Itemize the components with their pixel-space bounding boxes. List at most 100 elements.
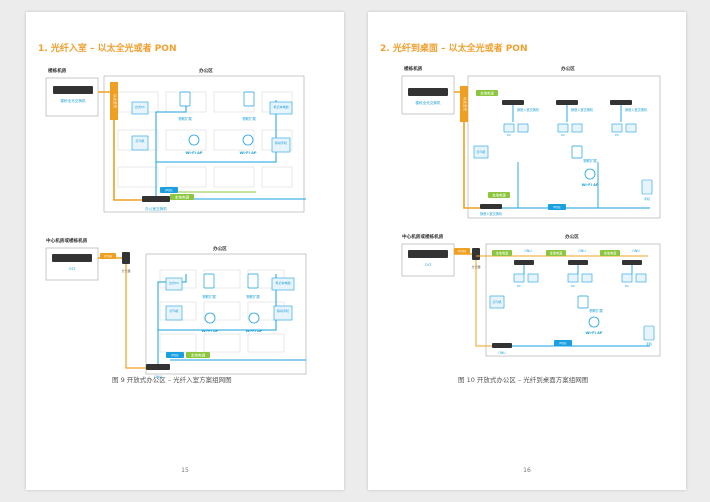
ap-label: Wi-Fi AP <box>239 151 256 155</box>
room-title: 楼栋机房 <box>404 65 423 72</box>
power-label: 本地电源 <box>492 193 506 198</box>
fiber-tag-label: 以太全光 <box>113 94 118 109</box>
printer <box>489 295 505 309</box>
extender-label: 物联扩展 <box>202 294 216 299</box>
room-title: 中心机房或楼栋机房 <box>402 233 444 240</box>
fiber-tag <box>460 86 468 122</box>
wifi-ap <box>588 316 600 328</box>
power-label: 本地电源 <box>496 251 510 256</box>
iot-extender <box>179 91 191 107</box>
power-label: 本地电源 <box>480 91 494 96</box>
power-tag <box>186 352 210 358</box>
power-tag <box>476 90 498 96</box>
olt-label: OLT <box>425 263 432 267</box>
mobile-phone <box>271 137 291 153</box>
office-title: 办公区 <box>199 67 213 74</box>
figure-caption: 图 10 开放式办公区 – 光纤到桌面方案组网图 <box>458 376 589 384</box>
laptop <box>269 101 293 115</box>
printer <box>165 305 183 321</box>
wifi-ap <box>188 134 200 146</box>
device-label: 笔记本电脑 <box>273 104 288 109</box>
pc-row <box>503 123 637 133</box>
desktop-pc <box>131 101 149 115</box>
printer-label: 打印机 <box>492 299 501 304</box>
device-label: 笔记本电脑 <box>275 280 290 285</box>
fiber-link <box>454 91 480 209</box>
power-label: 本地电源 <box>604 251 618 256</box>
pon-label: PON <box>458 250 466 254</box>
room-box <box>401 243 455 277</box>
iot-extender <box>203 273 215 289</box>
pc-label: PC <box>571 284 575 288</box>
phone-label: 手机 <box>644 196 650 201</box>
room-box <box>401 75 455 115</box>
olt-device <box>408 250 448 258</box>
laptop <box>271 277 295 291</box>
office-area <box>467 75 661 219</box>
pon-tag <box>454 248 470 254</box>
desk-grid <box>117 91 293 188</box>
extender-label: 物联扩展 <box>242 116 256 121</box>
ap-label: Wi-Fi AP <box>245 329 262 333</box>
wifi-ap <box>242 134 254 146</box>
device-label: 移动手机 <box>275 140 287 145</box>
poe-label: POE <box>559 342 567 346</box>
page-number: 15 <box>181 467 189 474</box>
pc-label: PC <box>517 284 521 288</box>
power-tag <box>488 192 510 198</box>
office-area <box>145 253 307 375</box>
building-switch <box>53 86 93 94</box>
fiber-link <box>98 91 142 201</box>
power-tag <box>546 250 566 256</box>
splitter <box>472 248 480 260</box>
iot-extender <box>247 273 259 289</box>
desk-switch <box>480 204 502 209</box>
poe-tag <box>548 204 566 210</box>
onu-label: ONU <box>632 249 640 253</box>
olt-label: OLT <box>69 267 76 271</box>
extender-label: 物联扩展 <box>589 308 603 313</box>
pc-label: PC <box>507 133 511 137</box>
onu-row <box>514 260 642 265</box>
printer-label: 打印机 <box>476 149 485 154</box>
device-label: 移动手机 <box>277 308 289 313</box>
switch-label: 楼栋全光交换机 <box>60 98 86 103</box>
switch-label: 楼栋全光交换机 <box>415 100 441 105</box>
onu <box>492 343 512 348</box>
ap-label: Wi-Fi AP <box>581 183 598 187</box>
desk-switches <box>502 100 632 105</box>
poe-label: POE <box>171 354 179 358</box>
iot-extender <box>243 91 255 107</box>
mobile-phone <box>641 179 653 195</box>
phone-label: 手机 <box>646 341 652 346</box>
office-switch <box>142 196 170 202</box>
pon-label: PON <box>104 255 112 259</box>
iot-extender <box>571 145 583 159</box>
device-label: 打印机 <box>169 308 178 313</box>
room-box <box>45 247 99 281</box>
power-label: 本地电源 <box>191 353 206 358</box>
office-area <box>103 75 305 213</box>
mobile-phone <box>643 325 655 341</box>
power-label: 本地电源 <box>175 195 190 200</box>
room-title: 中心机房或楼栋机房 <box>46 237 88 244</box>
power-tag <box>170 194 194 200</box>
onu-label: ONU <box>578 249 586 253</box>
ap-label: Wi-Fi AP <box>185 151 202 155</box>
extender-label: 物联扩展 <box>246 294 260 299</box>
onu-label: ONU <box>498 351 506 355</box>
onu-label: ONU <box>154 375 163 379</box>
wifi-ap <box>204 312 216 324</box>
office-title: 办公区 <box>565 233 579 240</box>
onu <box>146 364 170 370</box>
pc-row <box>513 273 647 283</box>
printer <box>473 145 489 159</box>
mobile-phone <box>273 305 293 321</box>
page-number: 16 <box>523 467 531 474</box>
ap-label: Wi-Fi AP <box>585 331 602 335</box>
poe-label: POE <box>165 189 173 193</box>
office-switch-label: 办公室交换机 <box>145 206 167 211</box>
poe-tag <box>160 187 178 193</box>
extender-label: 物联扩展 <box>583 158 597 163</box>
fiber-tag <box>110 82 118 120</box>
